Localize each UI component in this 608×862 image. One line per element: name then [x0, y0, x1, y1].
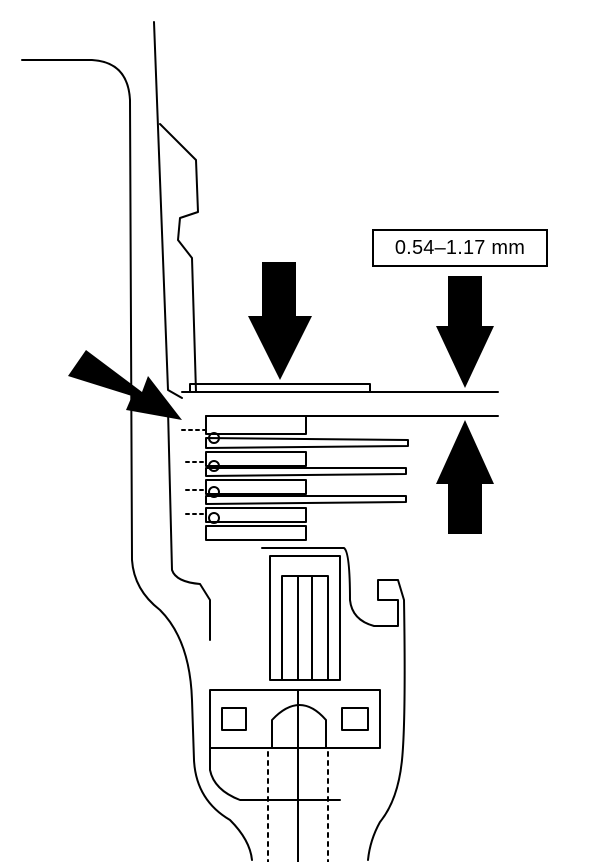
housing-lower-curve	[209, 747, 341, 801]
gap-arrow-up-icon	[436, 420, 494, 534]
retainer-center-arch	[271, 704, 327, 749]
indicator-arrow-icon	[68, 350, 182, 420]
housing-inner-wall	[167, 409, 211, 641]
retainer-notch-right	[341, 707, 369, 731]
clutch-pack	[205, 415, 409, 541]
shaft-hidden-lines	[267, 751, 329, 862]
clutch-disc	[205, 467, 407, 477]
clutch-plate	[205, 479, 307, 495]
pressure-plate	[189, 383, 371, 393]
housing-step-profile	[159, 123, 199, 393]
clutch-disc	[205, 495, 407, 505]
clutch-plate	[205, 451, 307, 467]
piston-inner	[269, 555, 341, 681]
clutch-plate	[205, 415, 307, 435]
press-arrow-icon	[248, 262, 312, 380]
clearance-spec-label: 0.54–1.17 mm	[372, 229, 548, 267]
piston-body	[261, 547, 406, 861]
retainer-block	[209, 689, 381, 749]
retainer-notch-left	[221, 707, 247, 731]
gap-arrow-down-icon	[436, 276, 494, 388]
clutch-disc	[205, 437, 409, 449]
case-vertical-line	[153, 21, 183, 399]
clutch-plate	[205, 507, 307, 523]
clearance-spec-text: 0.54–1.17 mm	[394, 236, 526, 259]
hidden-lines-left	[181, 429, 207, 515]
clutch-plate	[205, 525, 307, 541]
housing-outer-edge	[21, 59, 253, 861]
piston-core	[281, 575, 329, 681]
